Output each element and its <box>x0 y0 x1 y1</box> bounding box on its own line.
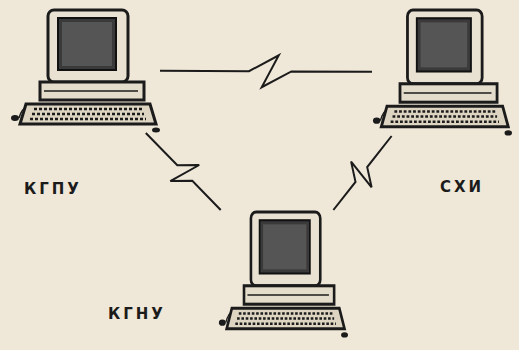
link-line <box>146 133 221 210</box>
network-link <box>146 133 221 210</box>
computer-illustration <box>372 8 512 136</box>
computer-illustration <box>10 8 160 133</box>
node-label: КГПУ <box>24 180 82 198</box>
link-line <box>160 55 372 87</box>
computer-illustration <box>218 210 348 338</box>
network-link <box>160 55 372 87</box>
node-label: СХИ <box>440 178 484 196</box>
network-link <box>333 136 391 210</box>
node-label: КГНУ <box>108 305 166 323</box>
computer-node: СХИ <box>372 8 512 136</box>
computer-node: КГНУ <box>218 210 348 338</box>
computer-node: КГПУ <box>10 8 160 133</box>
link-line <box>333 136 391 210</box>
